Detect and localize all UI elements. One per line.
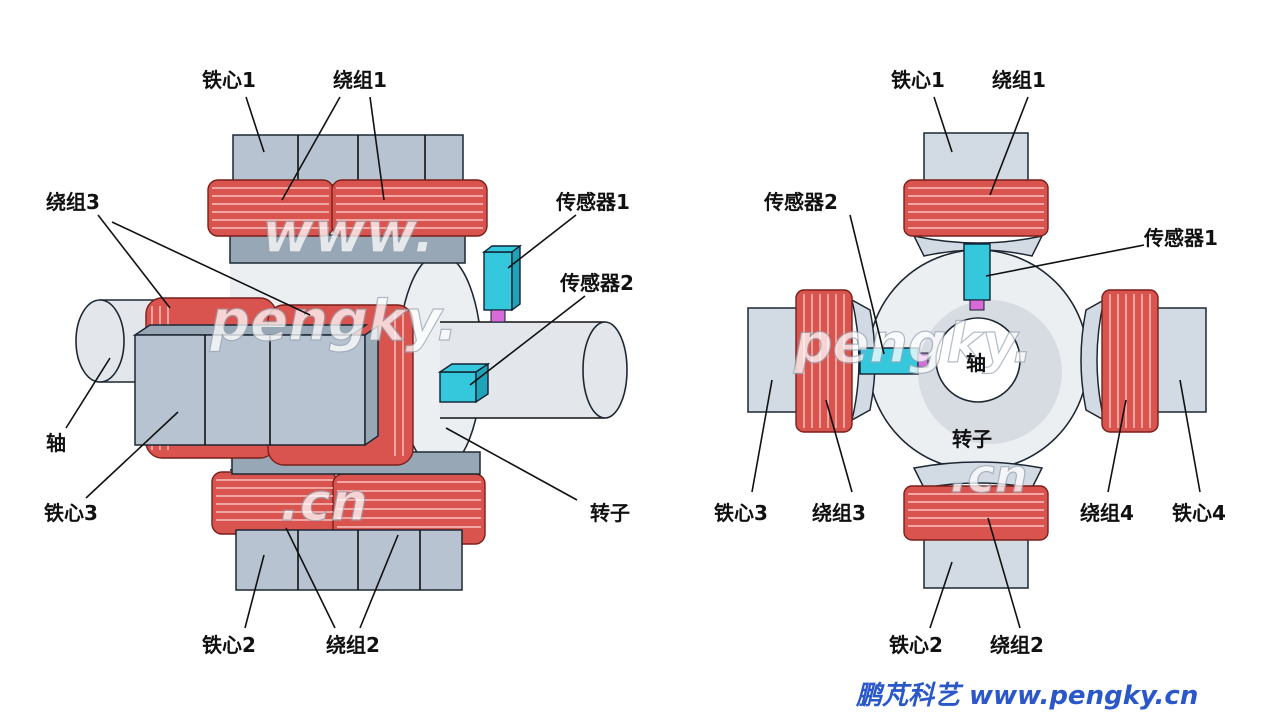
brand-footer: 鹏芃科艺 www.pengky.cn bbox=[855, 681, 1198, 711]
label-core-3-left: 铁心3 bbox=[44, 501, 98, 525]
label-core-4-right: 铁心4 bbox=[1172, 501, 1226, 525]
label-sensor-2-right: 传感器2 bbox=[763, 190, 838, 214]
winding-1-section bbox=[903, 179, 1049, 237]
winding-2-section bbox=[903, 485, 1049, 541]
core-2-section bbox=[912, 461, 1044, 589]
label-core-2-right: 铁心2 bbox=[889, 633, 943, 657]
sensor-1-section bbox=[963, 243, 991, 311]
watermark-domain-left: pengky. bbox=[209, 289, 458, 354]
label-core-3-right: 铁心3 bbox=[714, 501, 768, 525]
right-cross-section: pengky. .cn 铁心1 绕组1 传感器2 传感器1 轴 转子 铁心3 绕… bbox=[714, 68, 1226, 657]
sensor-1-3d bbox=[481, 244, 523, 323]
watermark-domain-right: pengky. bbox=[793, 312, 1033, 375]
label-winding-3-left: 绕组3 bbox=[46, 190, 100, 214]
left-leader-lines bbox=[65, 96, 586, 629]
watermark-www-left: www. bbox=[262, 201, 435, 266]
label-winding-1-right: 绕组1 bbox=[992, 68, 1046, 92]
label-winding-1-left: 绕组1 bbox=[333, 68, 387, 92]
label-shaft-right: 轴 bbox=[966, 351, 986, 375]
core-1-3d bbox=[229, 134, 466, 264]
sensor-2-section bbox=[859, 347, 929, 375]
watermark-tld-left: .cn bbox=[280, 473, 368, 533]
label-rotor-left: 转子 bbox=[590, 501, 630, 525]
left-3d-bearing: www. pengky. .cn 铁心1 绕组1 绕组3 传感器1 传感器2 轴… bbox=[44, 68, 634, 657]
label-sensor-1-right: 传感器1 bbox=[1143, 226, 1218, 250]
label-core-2-left: 铁心2 bbox=[202, 633, 256, 657]
label-winding-2-left: 绕组2 bbox=[326, 633, 380, 657]
winding-1-3d bbox=[207, 179, 488, 237]
label-sensor-2-left: 传感器2 bbox=[559, 271, 634, 295]
core-2-3d bbox=[231, 451, 481, 591]
label-core-1-right: 铁心1 bbox=[891, 68, 945, 92]
label-shaft-left: 轴 bbox=[46, 431, 66, 455]
shaft-section bbox=[935, 317, 1021, 403]
label-winding-2-right: 绕组2 bbox=[990, 633, 1044, 657]
sensor-2-3d bbox=[437, 362, 491, 404]
winding-3-section bbox=[795, 289, 853, 433]
label-winding-4-right: 绕组4 bbox=[1080, 501, 1134, 525]
right-leader-lines bbox=[751, 96, 1201, 629]
label-sensor-1-left: 传感器1 bbox=[555, 190, 630, 214]
winding-2-3d bbox=[211, 471, 486, 545]
core-4-section bbox=[1080, 298, 1207, 422]
watermark-tld-right: .cn bbox=[950, 449, 1028, 503]
label-winding-3-right: 绕组3 bbox=[812, 501, 866, 525]
label-core-1-left: 铁心1 bbox=[202, 68, 256, 92]
winding-4-section bbox=[1101, 289, 1159, 433]
core-3-3d bbox=[132, 324, 379, 447]
label-rotor-right: 转子 bbox=[952, 427, 992, 451]
